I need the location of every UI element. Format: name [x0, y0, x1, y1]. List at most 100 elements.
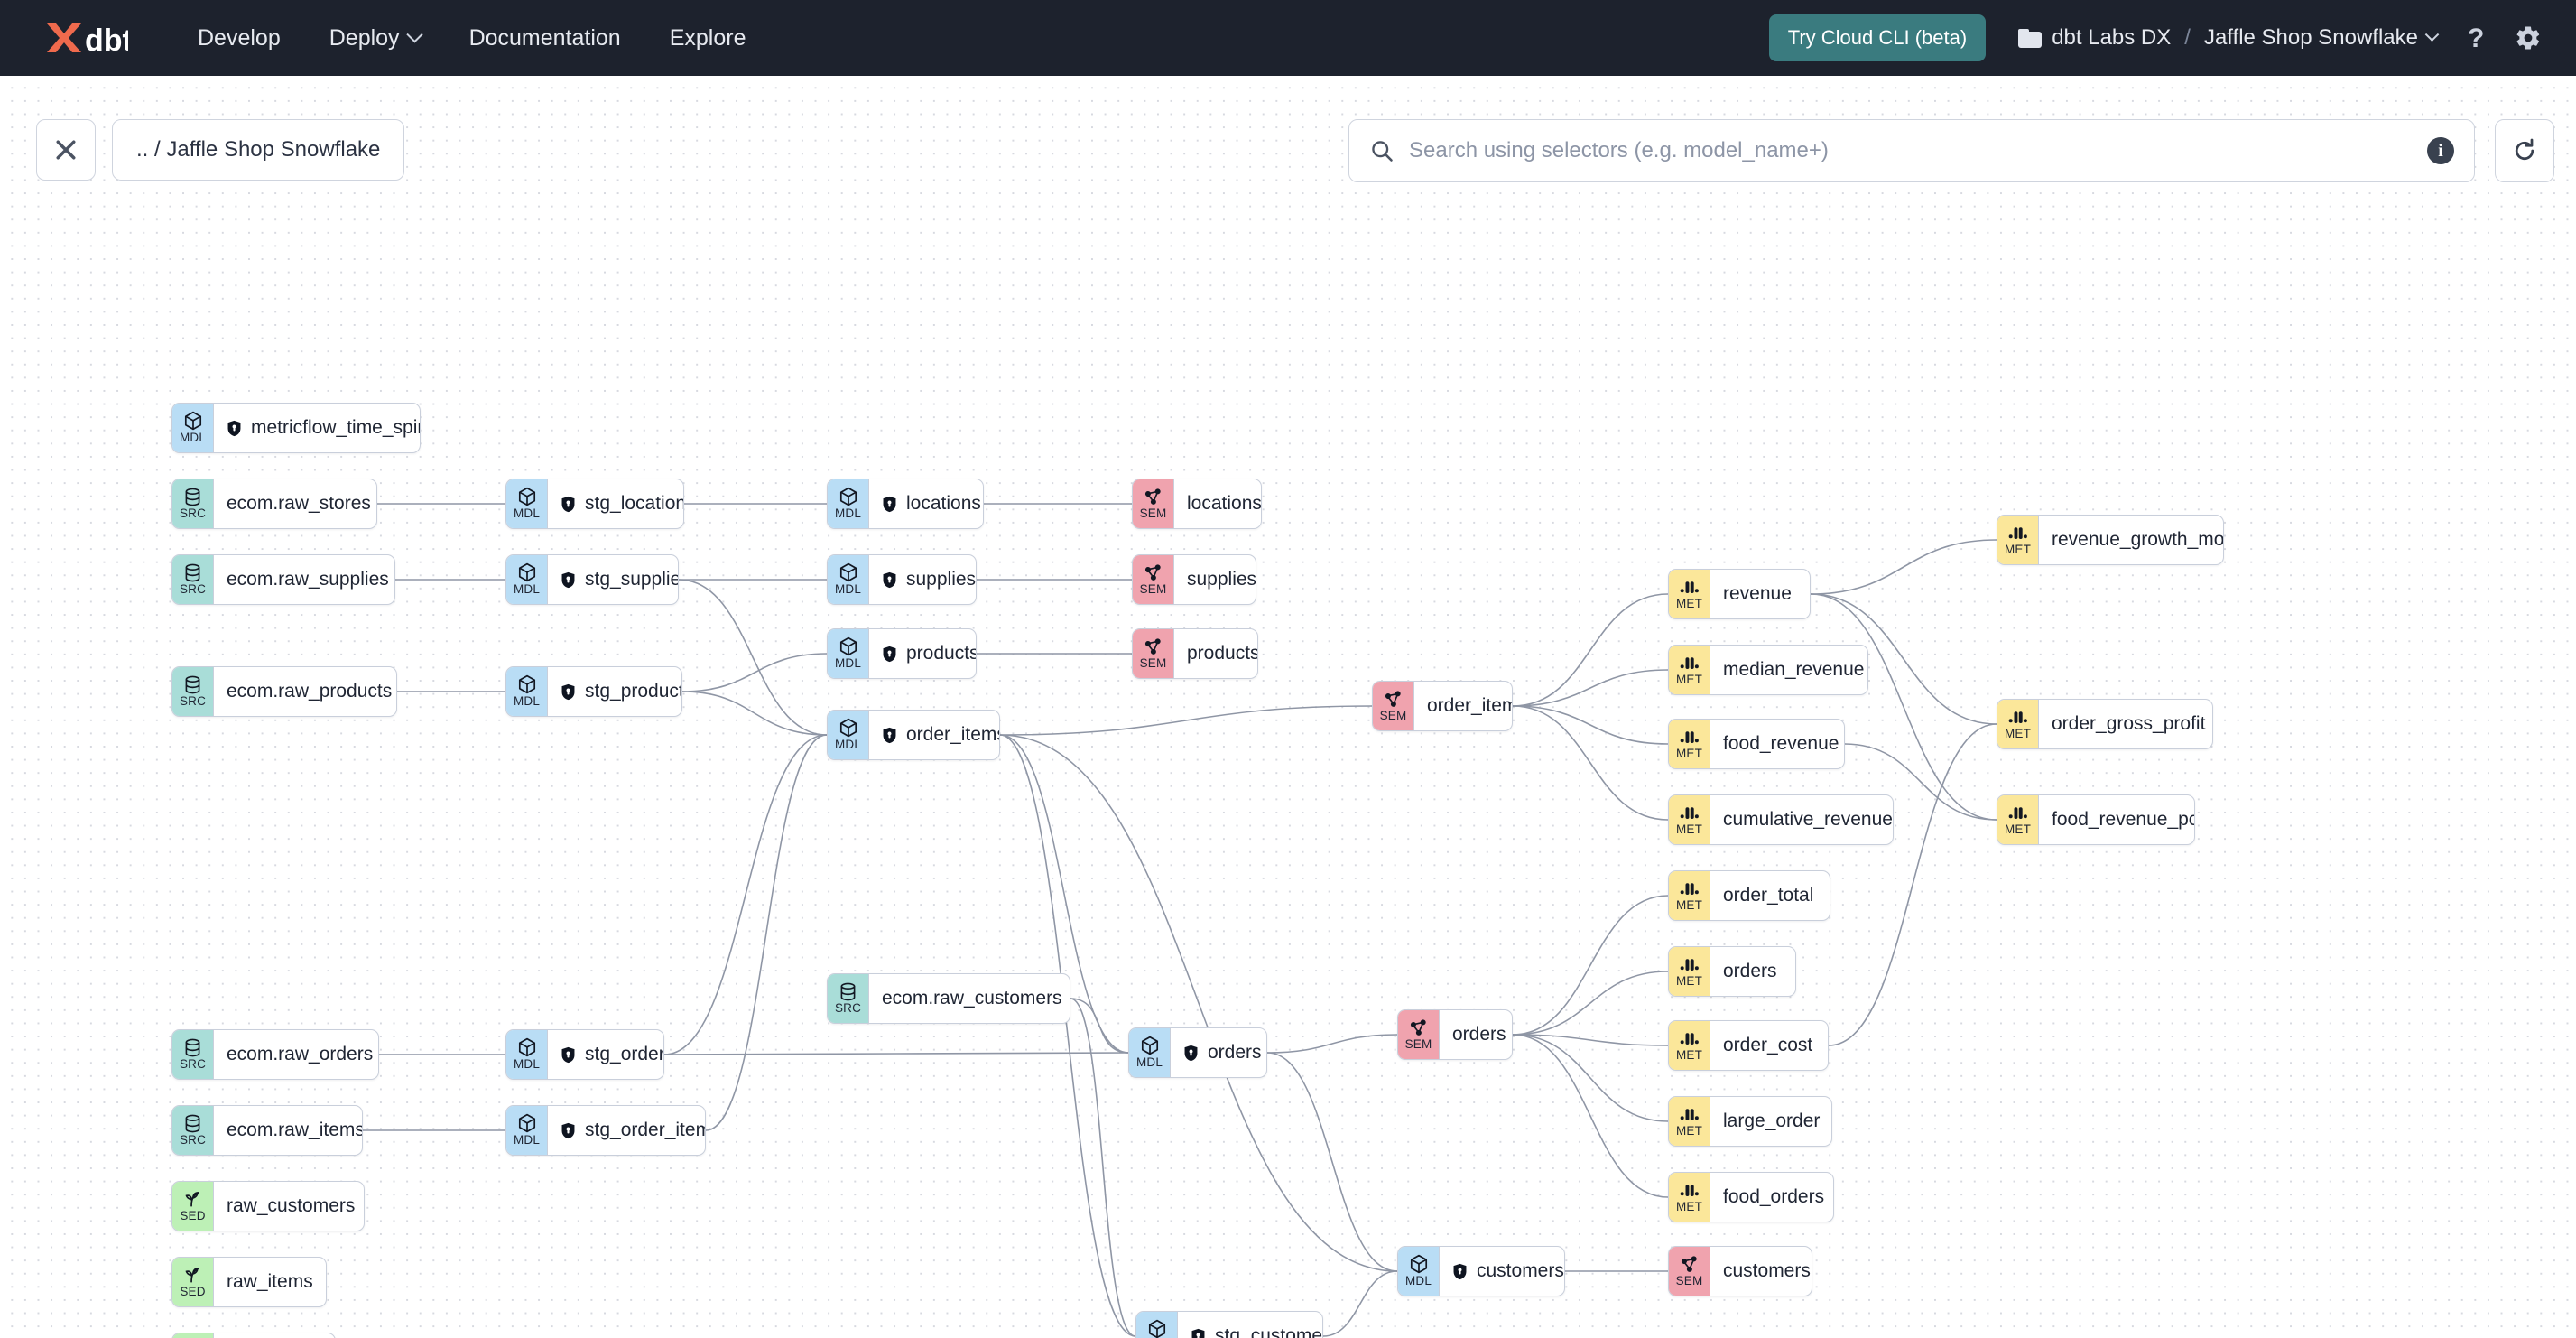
- search-input[interactable]: [1409, 138, 2413, 163]
- nav-item-deploy[interactable]: Deploy: [305, 25, 445, 51]
- network-icon: [1679, 1255, 1700, 1275]
- node-type-label: MET: [1675, 822, 1703, 836]
- semantic-model-type-badge: SEM: [1373, 682, 1414, 730]
- nav-item-explore[interactable]: Explore: [645, 25, 771, 51]
- account-name[interactable]: dbt Labs DX: [2052, 25, 2172, 50]
- graph-node-met_cumulative_revenue[interactable]: MET cumulative_revenue: [1668, 794, 1894, 845]
- nav-item-documentation[interactable]: Documentation: [445, 25, 645, 51]
- metric-type-badge: MET: [1997, 795, 2039, 844]
- node-label: products: [1187, 643, 1258, 664]
- sprout-icon: [182, 1266, 203, 1286]
- try-cloud-cli-button[interactable]: Try Cloud CLI (beta): [1768, 14, 1987, 61]
- close-button[interactable]: [36, 119, 96, 181]
- gear-icon[interactable]: [2515, 24, 2542, 51]
- node-body: median_revenue: [1710, 646, 1867, 694]
- node-label: customers: [1723, 1260, 1811, 1281]
- node-body: cumulative_revenue: [1710, 795, 1893, 844]
- node-body: products: [1174, 629, 1258, 678]
- lineage-graph-canvas[interactable]: .. / Jaffle Shop Snowflake i MDL metricfl…: [0, 76, 2576, 1338]
- info-icon[interactable]: i: [2427, 137, 2454, 164]
- model-type-badge: MDL: [1129, 1028, 1171, 1077]
- node-type-label: SRC: [179, 694, 207, 708]
- nav-item-develop[interactable]: Develop: [173, 25, 305, 51]
- source-type-badge: SRC: [172, 479, 214, 528]
- refresh-button[interactable]: [2495, 119, 2554, 182]
- node-label: supplies: [1187, 569, 1256, 590]
- model-type-badge: MDL: [828, 629, 869, 678]
- dbt-logo[interactable]: dbt: [42, 18, 128, 58]
- node-label: food_revenue: [1723, 733, 1839, 754]
- graph-node-met_food_revenue[interactable]: MET food_revenue: [1668, 719, 1845, 769]
- metric-type-badge: MET: [1997, 700, 2039, 748]
- graph-node-customers_mdl[interactable]: MDL customers: [1397, 1246, 1565, 1296]
- node-type-label: SEM: [1139, 656, 1167, 670]
- bar-chart-icon: [2007, 804, 2028, 823]
- graph-node-sem_products[interactable]: SEM products: [1132, 628, 1258, 679]
- node-body: supplies: [1174, 555, 1256, 604]
- node-body: order_gross_profit: [2039, 700, 2212, 748]
- node-label: locations: [1187, 493, 1262, 514]
- help-icon[interactable]: ?: [2464, 24, 2488, 51]
- node-label: supplies: [906, 569, 977, 590]
- project-selector[interactable]: Jaffle Shop Snowflake: [2204, 25, 2440, 51]
- public-access-shield-icon: [561, 496, 576, 513]
- search-bar[interactable]: i: [1348, 119, 2475, 182]
- graph-node-ecom_raw_products[interactable]: SRC ecom.raw_products: [171, 666, 397, 717]
- source-type-badge: SRC: [172, 1030, 214, 1079]
- node-body: stg_order_items: [548, 1106, 705, 1155]
- top-navigation-bar: dbt Develop Deploy Documentation Explore…: [0, 0, 2576, 76]
- model-type-badge: MDL: [828, 479, 869, 528]
- node-label: metricflow_time_spine: [251, 417, 421, 438]
- breadcrumb-pill[interactable]: .. / Jaffle Shop Snowflake: [112, 119, 405, 181]
- node-type-label: MDL: [179, 431, 207, 444]
- metric-type-badge: MET: [1669, 1173, 1710, 1222]
- model-type-badge: MDL: [1398, 1247, 1440, 1296]
- node-body: locations: [869, 479, 983, 528]
- node-label: customers: [1477, 1260, 1564, 1281]
- node-type-label: MET: [1675, 747, 1703, 760]
- node-label: food_revenue_pct: [2052, 809, 2195, 830]
- graph-node-metricflow_time_spine[interactable]: MDL metricflow_time_spine: [171, 403, 421, 453]
- node-body: locations: [1174, 479, 1262, 528]
- source-type-badge: SRC: [172, 667, 214, 716]
- node-label: raw_items: [227, 1271, 313, 1292]
- node-body: food_orders: [1710, 1173, 1833, 1222]
- database-icon: [182, 488, 203, 507]
- graph-node-met_food_revenue_pct[interactable]: MET food_revenue_pct: [1997, 794, 2195, 845]
- node-body: large_order: [1710, 1097, 1831, 1146]
- node-body: ecom.raw_products: [214, 667, 396, 716]
